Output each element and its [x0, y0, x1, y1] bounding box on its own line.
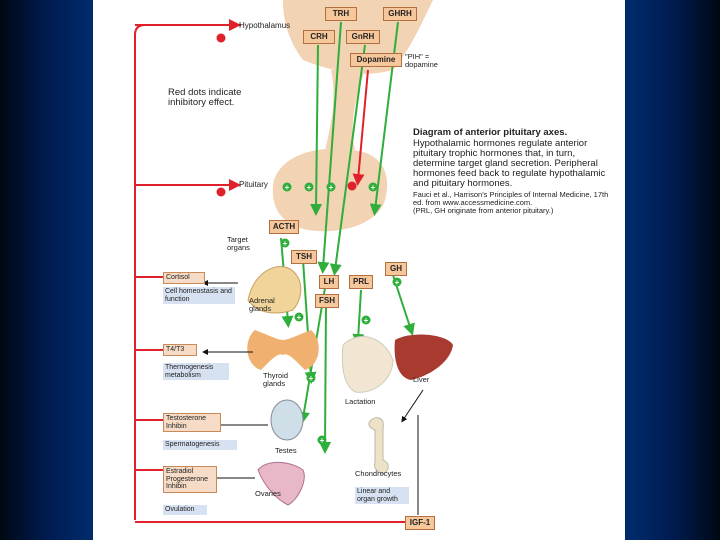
- prl-box: PRL: [349, 275, 373, 289]
- svg-text:+: +: [285, 183, 290, 192]
- fsh-box: FSH: [315, 294, 339, 308]
- svg-text:+: +: [329, 183, 334, 192]
- label-adrenal: Adrenal glands: [249, 296, 275, 313]
- ovary-effect-box: Ovulation: [163, 505, 207, 515]
- svg-text:+: +: [307, 183, 312, 192]
- gh-box: GH: [385, 262, 407, 276]
- growth-effect-box: Linear and organ growth: [355, 487, 409, 505]
- label-testes: Testes: [275, 446, 297, 455]
- dopamine-arrow: [352, 69, 369, 186]
- testosterone-box: Testosterone Inhibin: [163, 413, 221, 433]
- label-chondrocytes: Chondrocytes: [355, 469, 402, 478]
- description-body: Hypothalamic hormones regulate anterior …: [413, 137, 606, 189]
- label-hypothalamus: Hypothalamus: [239, 21, 291, 30]
- fsh-arrow: [319, 304, 332, 454]
- cortisol-effect-box: Cell homeostasis and function: [163, 287, 235, 305]
- pituitary-axes-diagram: + + + + + + + + + +: [134, 0, 453, 523]
- svg-text:+: +: [320, 436, 325, 445]
- label-thyroid: Thyroid glands: [263, 371, 289, 388]
- tsh-box: TSH: [291, 250, 317, 264]
- testes-illustration: [270, 399, 304, 441]
- pituitary-stalk: [325, 70, 365, 150]
- description-citation: Fauci et al., Harrison's Principles of I…: [413, 189, 609, 207]
- diagram-panel: ++++ +++ +++ TRH GHRH CRH GnRH Dopamine …: [93, 0, 625, 540]
- trh-arrow: [317, 21, 342, 274]
- adrenal-gland-illustration: [247, 266, 302, 314]
- lh-box: LH: [319, 275, 339, 289]
- label-pituitary: Pituitary: [239, 180, 268, 189]
- thyroid-gland-illustration: [247, 330, 319, 370]
- ovaries-illustration: [257, 462, 305, 506]
- label-lactation: Lactation: [345, 397, 376, 406]
- label-liver: Liver: [413, 375, 430, 384]
- stimulatory-plus-signs: + + + + + + + + + +: [283, 183, 400, 445]
- svg-text:+: +: [283, 239, 288, 248]
- crh-arrow: [310, 44, 323, 216]
- red-dots-note: Red dots indicate inhibitory effect.: [168, 87, 242, 108]
- crh-box: CRH: [303, 30, 335, 44]
- gnrh-box: GnRH: [346, 30, 380, 44]
- t4t3-box: T4/T3: [163, 344, 197, 356]
- stimulatory-markers: [280, 182, 402, 445]
- svg-text:+: +: [297, 313, 302, 322]
- ghrh-box: GHRH: [383, 7, 417, 21]
- svg-text:+: +: [371, 183, 376, 192]
- label-ovaries: Ovaries: [255, 489, 281, 498]
- testes-effect-box: Spermatogenesis: [163, 440, 237, 450]
- svg-text:+: +: [395, 278, 400, 287]
- description-block: Diagram of anterior pituitary axes. Hypo…: [413, 128, 618, 214]
- bone-illustration: [368, 417, 389, 475]
- svg-text:+: +: [364, 316, 369, 325]
- estradiol-box: Estradiol Progesterone Inhibin: [163, 466, 217, 494]
- inhibitory-dot-pituitary: [216, 187, 226, 197]
- description-note: (PRL, GH originate from anterior pituita…: [413, 205, 554, 215]
- prl-arrow: [352, 289, 365, 346]
- dopamine-box: Dopamine: [350, 53, 402, 67]
- inhibitory-dot-dopamine: [347, 181, 357, 191]
- pih-note: "PIH" = dopamine: [405, 52, 438, 69]
- svg-text:+: +: [309, 374, 314, 383]
- inhibitory-dot-hypothalamus: [216, 33, 226, 43]
- arrow-liver-chondro: [401, 389, 424, 423]
- cortisol-box: Cortisol: [163, 272, 205, 284]
- igf1-box: IGF-1: [405, 516, 435, 530]
- liver-illustration: [394, 334, 453, 380]
- mammary-illustration: [341, 336, 394, 393]
- acth-box: ACTH: [269, 220, 299, 234]
- trh-box: TRH: [325, 7, 357, 21]
- label-target-organs: Target organs: [227, 235, 250, 252]
- gnrh-arrow: [329, 44, 366, 276]
- description-title: Diagram of anterior pituitary axes.: [413, 127, 568, 138]
- t4t3-effect-box: Thermogenesis metabolism: [163, 363, 229, 381]
